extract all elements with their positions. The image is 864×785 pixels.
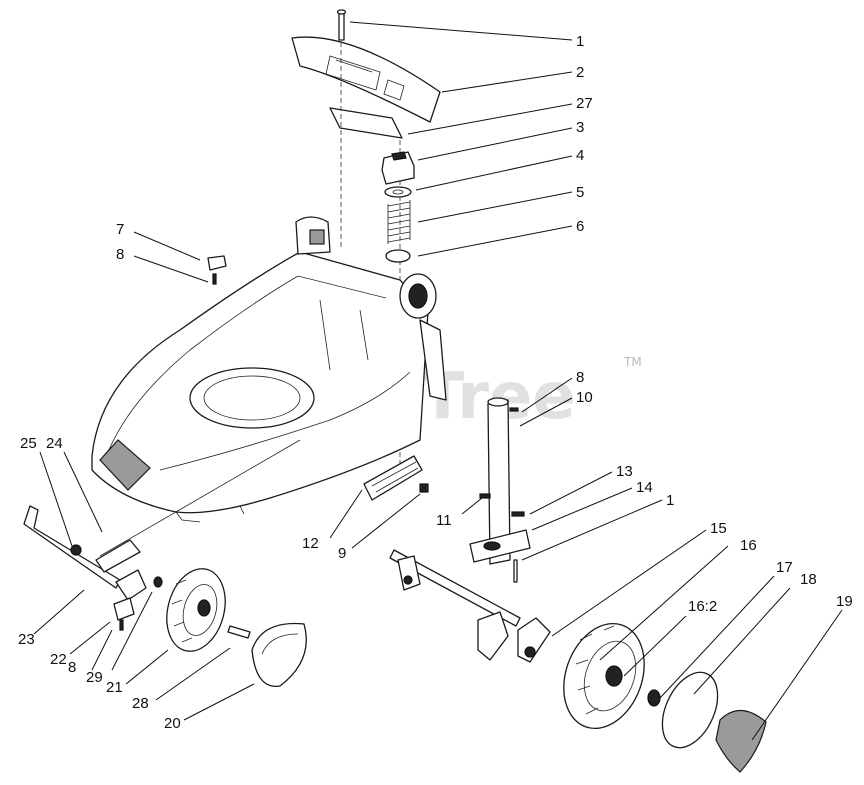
spring-cap-part <box>381 151 415 185</box>
washer-part <box>384 186 412 198</box>
front-axle-bushing-part <box>70 544 82 556</box>
callout-6: 6 <box>576 218 584 235</box>
callout-13: 13 <box>616 463 633 480</box>
callout-14: 14 <box>636 479 653 496</box>
rear-right-wheel-mount-part <box>399 273 447 401</box>
height-lever-part <box>95 439 301 573</box>
callout-18: 18 <box>800 571 817 588</box>
handle-cover-part <box>291 36 441 123</box>
mower-deck-part <box>91 251 429 523</box>
front-hub-bolt-part <box>227 625 251 639</box>
callout-4: 4 <box>576 147 584 164</box>
callout-22: 22 <box>50 651 67 668</box>
watermark-trademark: TM <box>623 355 642 369</box>
height-adjust-plate-part <box>363 455 429 501</box>
callout-10: 10 <box>576 389 593 406</box>
callout-3: 3 <box>576 119 584 136</box>
callout-29: 29 <box>86 669 103 686</box>
rear-wheel-part <box>563 622 645 730</box>
callout-8-tube: 8 <box>576 369 584 386</box>
callout-16-2: 16:2 <box>688 598 717 615</box>
callout-15: 15 <box>710 520 727 537</box>
rear-hubcap-part <box>661 671 719 749</box>
rear-left-post-part <box>295 216 331 255</box>
rear-cover-part <box>715 709 767 773</box>
front-wheel-part <box>166 568 226 652</box>
handle-bracket-part <box>469 493 531 583</box>
callout-25: 25 <box>20 435 37 452</box>
callout-20: 20 <box>164 715 181 732</box>
rear-axle-part <box>389 549 551 663</box>
front-hubcap-part <box>251 622 307 687</box>
callout-23: 23 <box>18 631 35 648</box>
callout-11: 11 <box>436 512 452 529</box>
callout-7: 7 <box>116 221 124 238</box>
callout-12: 12 <box>302 535 319 552</box>
callout-1-bracket: 1 <box>666 492 674 509</box>
small-bracket-part <box>207 255 227 285</box>
callout-19: 19 <box>836 593 853 610</box>
callout-5: 5 <box>576 184 584 201</box>
front-washer-part <box>153 576 163 588</box>
callout-17: 17 <box>776 559 793 576</box>
front-bracket-part <box>113 569 147 631</box>
callout-9: 9 <box>338 545 346 562</box>
callout-28: 28 <box>132 695 149 712</box>
callout-8-bracket: 8 <box>116 246 124 263</box>
callout-1: 1 <box>576 33 584 50</box>
leader-lines <box>33 21 843 741</box>
top-screw-part <box>336 9 347 41</box>
callout-2: 2 <box>576 64 584 81</box>
spring-part <box>387 200 411 244</box>
callout-21: 21 <box>106 679 123 696</box>
callout-24: 24 <box>46 435 63 452</box>
spring-base-part <box>385 249 411 263</box>
rear-hubcap-washer-part <box>647 689 661 707</box>
callout-27: 27 <box>576 95 593 112</box>
callout-8-front: 8 <box>68 659 76 676</box>
front-axle-rod-part <box>23 505 121 589</box>
decal-part <box>329 107 403 139</box>
callout-16: 16 <box>740 537 757 554</box>
handle-tube-part <box>487 397 519 565</box>
callout-labels: 1 2 27 3 4 5 6 7 8 8 10 13 14 1 11 12 9 … <box>18 33 853 732</box>
